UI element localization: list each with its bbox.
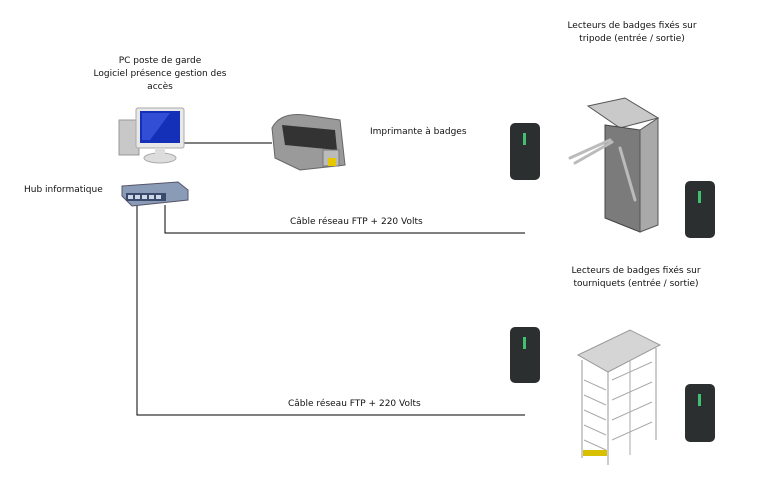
badge-reader-icon xyxy=(510,123,540,180)
hub-icon xyxy=(121,181,189,207)
tripod-turnstile-icon xyxy=(568,97,660,233)
hub-label: Hub informatique xyxy=(24,185,103,195)
cables xyxy=(136,142,525,416)
tripod-label-2: tripode (entrée / sortie) xyxy=(579,34,685,44)
pc-icon xyxy=(118,107,185,164)
pc-subtitle: Logiciel présence gestion des xyxy=(93,69,227,79)
tripod-label-1: Lecteurs de badges fixés sur xyxy=(567,21,697,31)
badge-printer-icon xyxy=(271,114,346,171)
cable-bottom xyxy=(136,205,525,416)
printer-label: Imprimante à badges xyxy=(370,127,467,137)
cable-top-label: Câble réseau FTP + 220 Volts xyxy=(290,217,423,227)
full-height-turnstile-icon xyxy=(576,329,662,465)
pc-title: PC poste de garde xyxy=(118,56,202,66)
badge-reader-icon xyxy=(685,181,715,238)
pc-subtitle-2: accès xyxy=(147,82,173,92)
cable-bottom-label: Câble réseau FTP + 220 Volts xyxy=(288,399,421,409)
turnstile-label-1: Lecteurs de badges fixés sur xyxy=(571,266,701,276)
cable-top xyxy=(164,205,525,234)
badge-reader-icon xyxy=(685,384,715,442)
badge-reader-icon xyxy=(510,327,540,383)
turnstile-label-2: tourniquets (entrée / sortie) xyxy=(573,279,699,289)
